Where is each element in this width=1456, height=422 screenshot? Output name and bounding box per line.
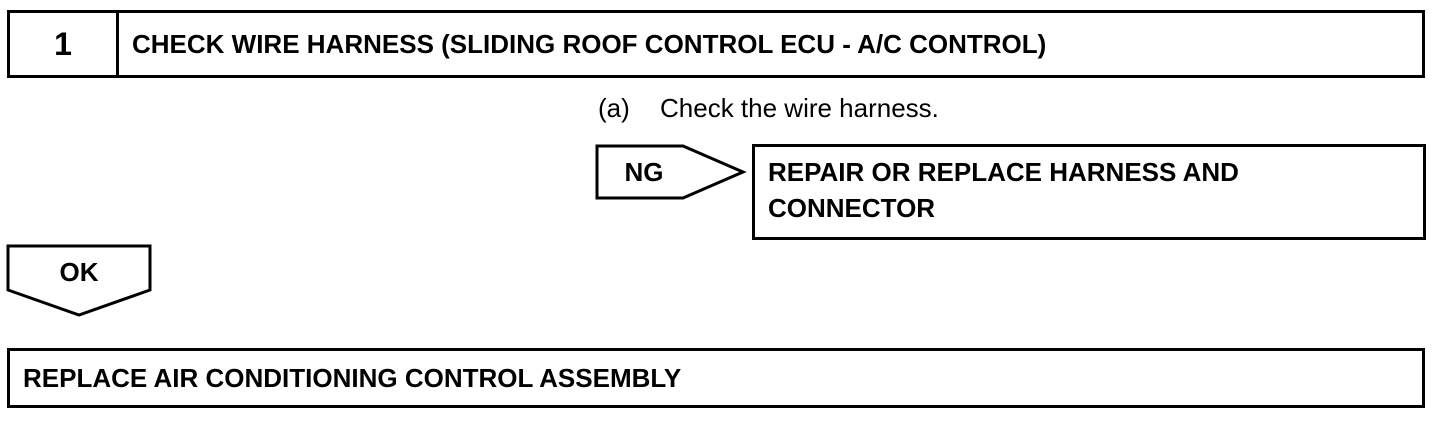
final-action-box: REPLACE AIR CONDITIONING CONTROL ASSEMBL…	[7, 348, 1425, 408]
substep-marker: (a)	[598, 93, 630, 123]
ok-branch-tag: OK	[6, 244, 152, 318]
substep-text: Check the wire harness.	[660, 93, 939, 123]
step-title: CHECK WIRE HARNESS (SLIDING ROOF CONTROL…	[132, 28, 1047, 59]
right-arrow-tag-icon	[595, 144, 747, 200]
substep-instruction: (a) Check the wire harness.	[598, 93, 939, 124]
ng-result-line-1: REPAIR OR REPLACE HARNESS AND	[768, 157, 1239, 187]
step-number: 1	[10, 13, 119, 75]
ng-result-line-2: CONNECTOR	[768, 193, 936, 223]
ng-label: NG	[624, 156, 664, 187]
ng-branch-tag: NG	[595, 144, 747, 200]
step-header: 1 CHECK WIRE HARNESS (SLIDING ROOF CONTR…	[7, 10, 1425, 78]
ng-result-box: REPAIR OR REPLACE HARNESS AND CONNECTOR	[752, 144, 1426, 240]
down-arrow-tag-icon	[6, 244, 152, 317]
ok-label: OK	[59, 256, 99, 287]
